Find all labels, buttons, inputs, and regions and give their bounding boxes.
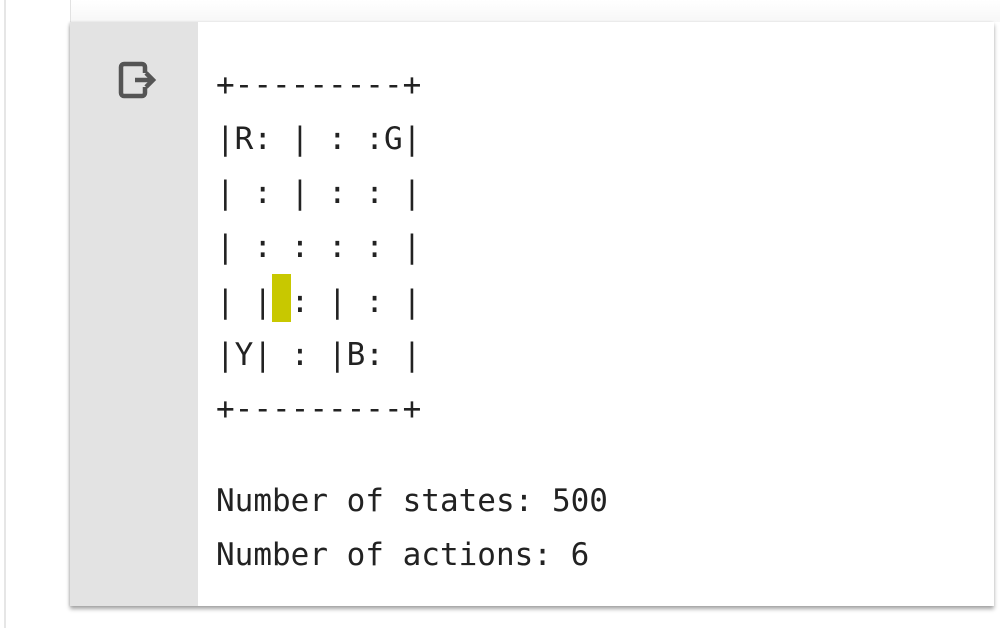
grid-row-4: | | : | : | [216,274,421,328]
actions-count-line: Number of actions: 6 [216,537,590,573]
left-border [4,0,6,628]
states-count-line: Number of states: 500 [216,483,608,519]
previous-cell-edge [70,0,1000,22]
taxi-cursor [272,274,291,322]
output-gutter [70,22,198,606]
grid-row-4-after-taxi: : | : | [290,284,422,320]
grid-row-5: |Y| : |B: | [216,337,422,373]
grid-row-2: | : | : : | [216,175,422,211]
grid-row-3: | : : : : | [216,229,422,265]
grid-row-4-before-taxi: | | [216,284,272,320]
output-cell: +---------+ |R: | : :G| | : | : : | | : : :… [70,22,994,606]
grid-bottom-border: +---------+ [216,391,422,427]
grid-top-border: +---------+ [216,67,422,103]
taxi-env-render: +---------+ |R: | : :G| | : | : : | | : : :… [216,58,421,436]
grid-row-1: |R: | : :G| [216,121,422,157]
output-exit-icon[interactable] [118,60,162,100]
